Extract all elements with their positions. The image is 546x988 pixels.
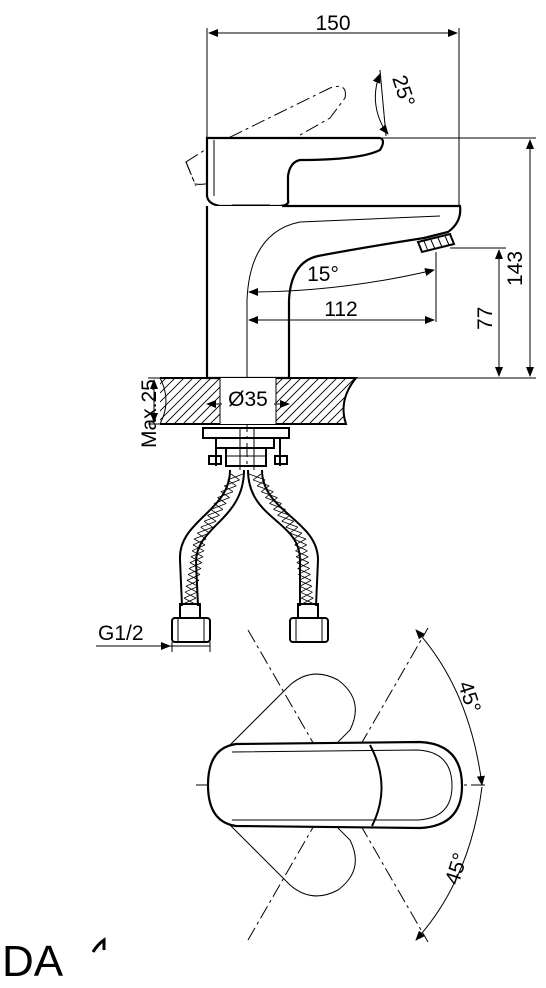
hose-braid-line [197,526,213,534]
dimension-angle-15: 15° [248,252,437,322]
hatch-line [290,378,338,424]
hose-braid-line [294,538,307,546]
hatch-line [272,378,320,424]
hose-braid-line [296,556,309,563]
hose-braid-line [289,526,299,534]
hose-braid-line [295,544,307,552]
hose-braid-line [210,503,227,510]
dim-label-112: 112 [324,298,357,321]
dim-label-45deg-bottom: 45° [441,850,473,887]
dim-label-15deg: 15° [307,263,339,286]
hose-braid-line [217,491,234,499]
hose-braid-line [203,514,220,522]
dim-label-thread: G1/2 [98,622,144,645]
dim-label-45deg-top: 45° [453,678,485,715]
hose-braid-line [193,532,210,540]
hose-braid-line [207,509,223,516]
hatch-line [160,378,176,424]
flex-hose-right [247,469,320,607]
hatch-line [381,378,427,424]
hose-braid-line [299,580,312,587]
hatch-line [317,378,356,424]
hose-braid-line [192,538,207,546]
hatch-line [335,378,356,424]
hose-braid-line [191,544,206,552]
hose-braid-line [277,509,286,516]
dimension-77: 77 [450,247,506,377]
dim-label-25deg: 25° [387,72,419,109]
hatch-line [281,378,329,424]
hose-braid-line [300,585,313,593]
hose-braid-line [293,532,303,540]
dim-label-max-25: Max.25 [138,379,161,448]
hose-braid-line [265,491,274,498]
hose-braid-line [227,473,244,481]
top-view: 45° 45° [196,627,488,943]
hatch-line [299,378,347,424]
dimension-diameter-35: Ø35 [206,388,290,411]
brand-clipped-glyph [91,937,106,953]
flex-hose-left [178,469,245,607]
hatch-line [408,378,454,424]
hose-braid-line [261,485,270,493]
hose-braid-line [200,520,217,528]
hatch-line [160,378,185,424]
dimension-max-25: Max.25 [138,377,161,448]
hatch-line [160,378,194,424]
hose-braid-line [183,591,198,599]
hatch-line [363,378,409,424]
hose-braid-line [186,574,201,581]
hatch-line [417,378,463,424]
brand-label: DA [2,937,64,986]
countertop-section [159,377,463,425]
hatch-line [399,378,445,424]
hatch-line [164,378,212,424]
hatch-line [390,378,436,424]
dim-label-diameter-35: Ø35 [228,388,268,411]
dimension-thread-g12: G1/2 [96,622,211,652]
hose-braid-line [298,568,310,575]
dim-label-77: 77 [474,307,497,330]
hose-braid-line [269,497,278,504]
hose-braid-line [281,515,290,522]
hose-braid-line [256,479,266,487]
hose-braid-line [220,485,237,493]
hose-braid-line [185,579,200,587]
hose-braid-line [295,550,308,558]
hose-braid-line [187,568,202,575]
hose-braid-line [190,550,205,558]
dimension-angle-25: 25° [372,69,419,137]
hatch-line [173,378,221,424]
hose-braid-line [285,520,294,528]
hose-braid-line [298,574,311,581]
mounting-hardware [202,427,290,470]
hose-braid-line [184,585,199,593]
hose-fitting-left [171,603,211,643]
dim-label-150: 150 [315,12,350,35]
hatch-line [308,378,356,424]
hose-braid-line [214,497,230,504]
hose-braid-line [297,562,310,569]
hose-braid-line [301,591,313,599]
dim-label-143: 143 [504,251,527,286]
hatch-line [372,378,418,424]
dimension-150: 150 [206,12,460,205]
hose-fitting-right [289,603,329,643]
hose-braid-line [273,503,282,510]
aerator [416,232,456,254]
handle-raised-outline [185,85,346,187]
hose-braid-line [189,556,204,564]
hose-braid-line [188,562,203,569]
hose-braid-line [252,473,262,481]
hatch-line [353,378,356,424]
dimension-112: 112 [248,298,435,324]
hose-braid-line [224,479,240,487]
